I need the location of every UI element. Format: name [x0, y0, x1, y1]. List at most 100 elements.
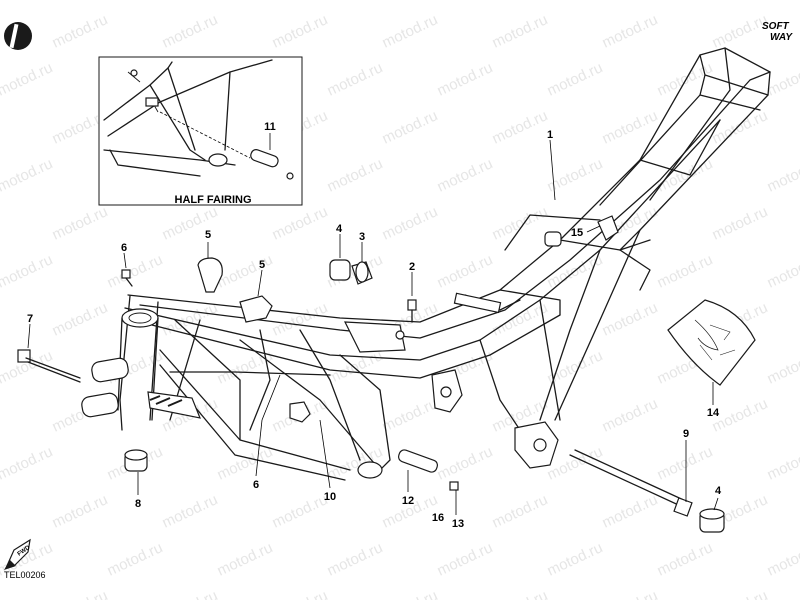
- callout-12: 13: [452, 518, 464, 530]
- part-6-bolt-upper: [121, 269, 133, 287]
- watermark-text: motod.ru: [490, 203, 551, 243]
- watermark-text: motod.ru: [270, 491, 331, 531]
- watermark-text: motod.ru: [325, 59, 386, 99]
- watermark-text: motod.ru: [765, 251, 800, 291]
- leader-lines: [27, 139, 719, 515]
- watermark-text: motod.ru: [0, 155, 55, 195]
- watermark-text: motod.ru: [600, 491, 661, 531]
- watermark-text: motod.ru: [215, 443, 276, 483]
- watermark-text: motod.ru: [0, 0, 55, 4]
- watermark-text: motod.ru: [765, 347, 800, 387]
- watermark-text: motod.ru: [380, 203, 441, 243]
- watermark-text: motod.ru: [270, 587, 331, 600]
- watermark-text: motod.ru: [270, 203, 331, 243]
- watermark-text: motod.ru: [600, 395, 661, 435]
- callout-11: 12: [402, 495, 414, 507]
- watermark-text: motod.ru: [270, 299, 331, 339]
- callout-15: 15: [571, 227, 583, 239]
- callout-13: 14: [707, 407, 720, 419]
- callout-4-rear: 4: [715, 485, 722, 497]
- part-4-rear-bushing: [699, 508, 725, 533]
- callout-2: 2: [409, 261, 415, 273]
- part-3-bushing: [351, 261, 373, 285]
- watermark-text: motod.ru: [0, 251, 55, 291]
- watermark-text: motod.ru: [105, 539, 166, 579]
- watermark-text: motod.ru: [215, 251, 276, 291]
- watermark-text: motod.ru: [545, 59, 606, 99]
- watermark-text: motod.ru: [215, 539, 276, 579]
- part-7-through-bolt: [17, 349, 81, 383]
- callout-16: 16: [432, 512, 444, 524]
- callout-5-upper: 5: [205, 229, 211, 241]
- watermark-text: motod.ru: [655, 443, 716, 483]
- callout-10: 10: [324, 491, 336, 503]
- watermark-text: motod.ru: [380, 107, 441, 147]
- watermark-text: motod.ru: [325, 539, 386, 579]
- watermark-text: motod.ru: [0, 59, 55, 99]
- watermark-text: motod.ru: [50, 587, 111, 600]
- callout-labels: 1 2 3 4 5 5 6 6 7 8 9 4 10 12 13 14 15 1…: [27, 129, 722, 530]
- watermark-text: motod.ru: [50, 11, 111, 51]
- callout-7: 7: [27, 313, 33, 325]
- watermark-text: motod.ru: [435, 155, 496, 195]
- watermark-text: motod.ru: [765, 539, 800, 579]
- watermark-text: motod.ru: [270, 11, 331, 51]
- watermark-text: motod.ru: [600, 587, 661, 600]
- callout-8: 8: [135, 498, 141, 510]
- watermark-text: motod.ru: [655, 251, 716, 291]
- callout-14: 11: [264, 121, 276, 133]
- watermark-text: motod.ru: [105, 0, 166, 4]
- watermark-text: motod.ru: [490, 11, 551, 51]
- brand-line-2: WAY: [770, 32, 793, 43]
- watermark-text: motod.ru: [545, 155, 606, 195]
- callout-3: 3: [359, 231, 365, 243]
- watermark-text: motod.ru: [765, 443, 800, 483]
- watermark-text: motod.ru: [325, 155, 386, 195]
- watermark-text: motod.ru: [765, 155, 800, 195]
- watermark-text: motod.ru: [710, 203, 771, 243]
- watermark-text: motod.ru: [765, 0, 800, 4]
- watermark-text: motod.ru: [490, 107, 551, 147]
- part-12-screw: [449, 481, 459, 491]
- watermark-text: motod.ru: [160, 491, 221, 531]
- part-4-bushing: [329, 259, 351, 281]
- watermark-text: motod.ru: [600, 11, 661, 51]
- watermark-text: motod.ru: [160, 587, 221, 600]
- watermark-text: motod.ru: [435, 251, 496, 291]
- watermark-text: motod.ru: [600, 299, 661, 339]
- brand-line-1: SOFT: [762, 21, 790, 32]
- callout-6-upper: 6: [121, 242, 127, 254]
- watermark-text: motod.ru: [380, 11, 441, 51]
- watermark-text: motod.ru: [655, 0, 716, 4]
- watermark-text: motod.ru: [50, 299, 111, 339]
- watermark-text: motod.ru: [215, 0, 276, 4]
- callout-9: 9: [683, 428, 689, 440]
- brand-logo: [4, 22, 32, 50]
- half-fairing-inset: 11 HALF FAIRING: [98, 56, 303, 206]
- watermark-text: motod.ru: [435, 0, 496, 4]
- main-frame: [81, 47, 771, 481]
- watermark-text: motod.ru: [325, 0, 386, 4]
- reference-code: TEL00206: [4, 570, 46, 580]
- part-11-spacer: [397, 449, 439, 473]
- watermark-text: motod.ru: [655, 539, 716, 579]
- watermark-text: motod.ru: [710, 587, 771, 600]
- callout-1: 1: [547, 129, 553, 141]
- watermark-text: motod.ru: [380, 587, 441, 600]
- watermark-text: motod.ru: [105, 251, 166, 291]
- callout-5-lower: 5: [259, 259, 265, 271]
- watermark-text: motod.ru: [435, 443, 496, 483]
- watermark-text: motod.ru: [435, 59, 496, 99]
- watermark-text: motod.ru: [50, 203, 111, 243]
- part-10-nut: [289, 401, 311, 423]
- watermark-text: motod.ru: [435, 539, 496, 579]
- part-2-bolt: [407, 299, 417, 323]
- watermark-text: motod.ru: [545, 0, 606, 4]
- part-5-bracket: [239, 295, 273, 323]
- watermark-text: motod.ru: [160, 203, 221, 243]
- watermark-text: motod.ru: [160, 11, 221, 51]
- watermark-text: motod.ru: [0, 443, 55, 483]
- watermark-text: motod.ru: [380, 395, 441, 435]
- callout-6-lower: 6: [253, 479, 259, 491]
